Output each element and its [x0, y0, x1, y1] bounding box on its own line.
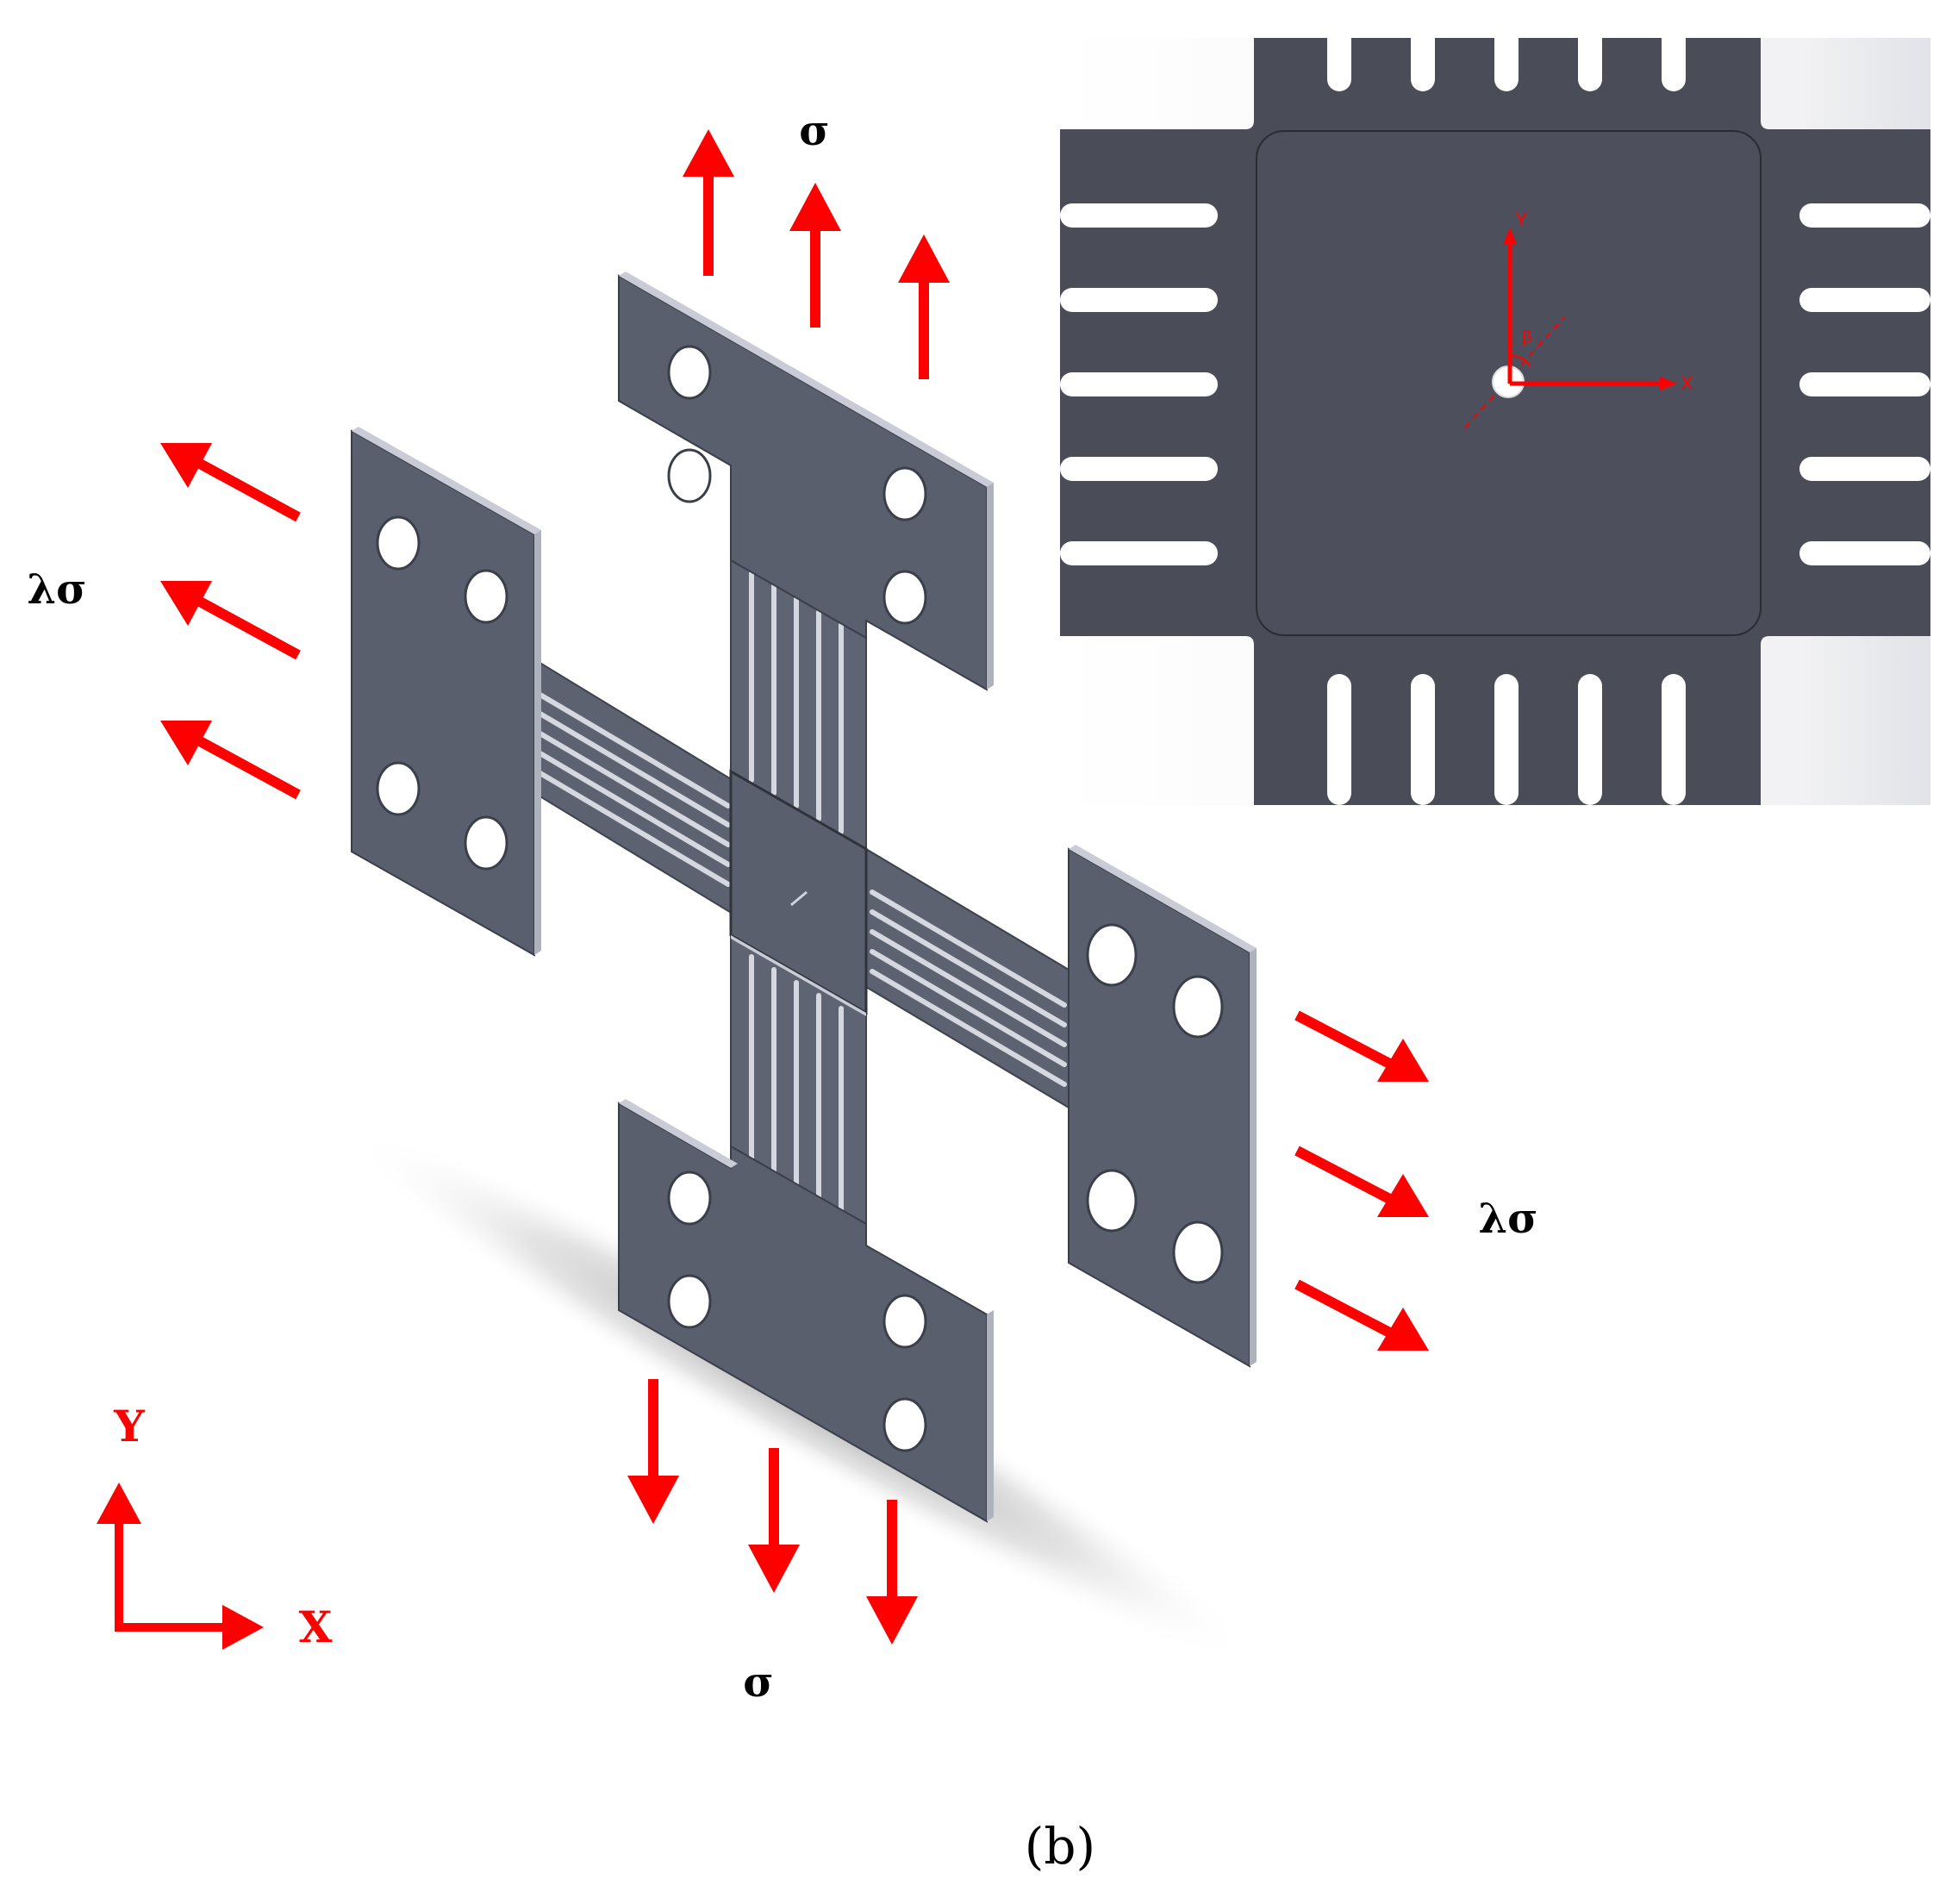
left-arm-slots: [536, 691, 731, 887]
top-grip-tab: [618, 272, 994, 691]
left-arm: [533, 658, 733, 915]
inset-axes: [1464, 228, 1677, 428]
upper-arm-slots: [749, 571, 844, 834]
central-test-area: [729, 769, 868, 1016]
lambda-sigma-left-label: λσ: [27, 565, 86, 614]
right-arm-slots: [870, 890, 1067, 1087]
left-grip-tab: [351, 427, 541, 957]
sigma-top-label: σ: [799, 107, 829, 155]
load-arrows-bottom: [627, 1379, 918, 1645]
load-arrows-left: [160, 443, 301, 800]
lambda-sigma-right-label: λσ: [1478, 1195, 1537, 1243]
bottom-grip-tab: [618, 1099, 994, 1523]
sigma-bottom-label: σ: [743, 1658, 773, 1707]
upper-arm: [730, 559, 867, 851]
inset-axis-x-label: X: [1681, 372, 1693, 394]
inset-top-view: Y X β: [1060, 26, 1930, 805]
cruciform-specimen: [351, 272, 1257, 1523]
inset-left-slots: [1060, 203, 1218, 565]
inset-angle-label: β: [1522, 328, 1532, 347]
inset-top-slots: [1327, 26, 1686, 91]
global-axes: [97, 1483, 264, 1650]
load-arrows-right: [1294, 1010, 1429, 1351]
axis-y-label: Y: [113, 1401, 146, 1451]
inset-right-slots: [1799, 203, 1930, 565]
load-arrows-top: [683, 129, 950, 379]
inset-bottom-slots: [1327, 674, 1686, 805]
right-arm: [865, 847, 1070, 1109]
lower-arm-slots: [749, 954, 844, 1222]
figure-caption: (b): [1025, 1817, 1095, 1876]
inset-axis-y-label: Y: [1515, 209, 1528, 230]
right-grip-tab: [1068, 845, 1257, 1368]
axis-x-label: X: [299, 1601, 333, 1652]
